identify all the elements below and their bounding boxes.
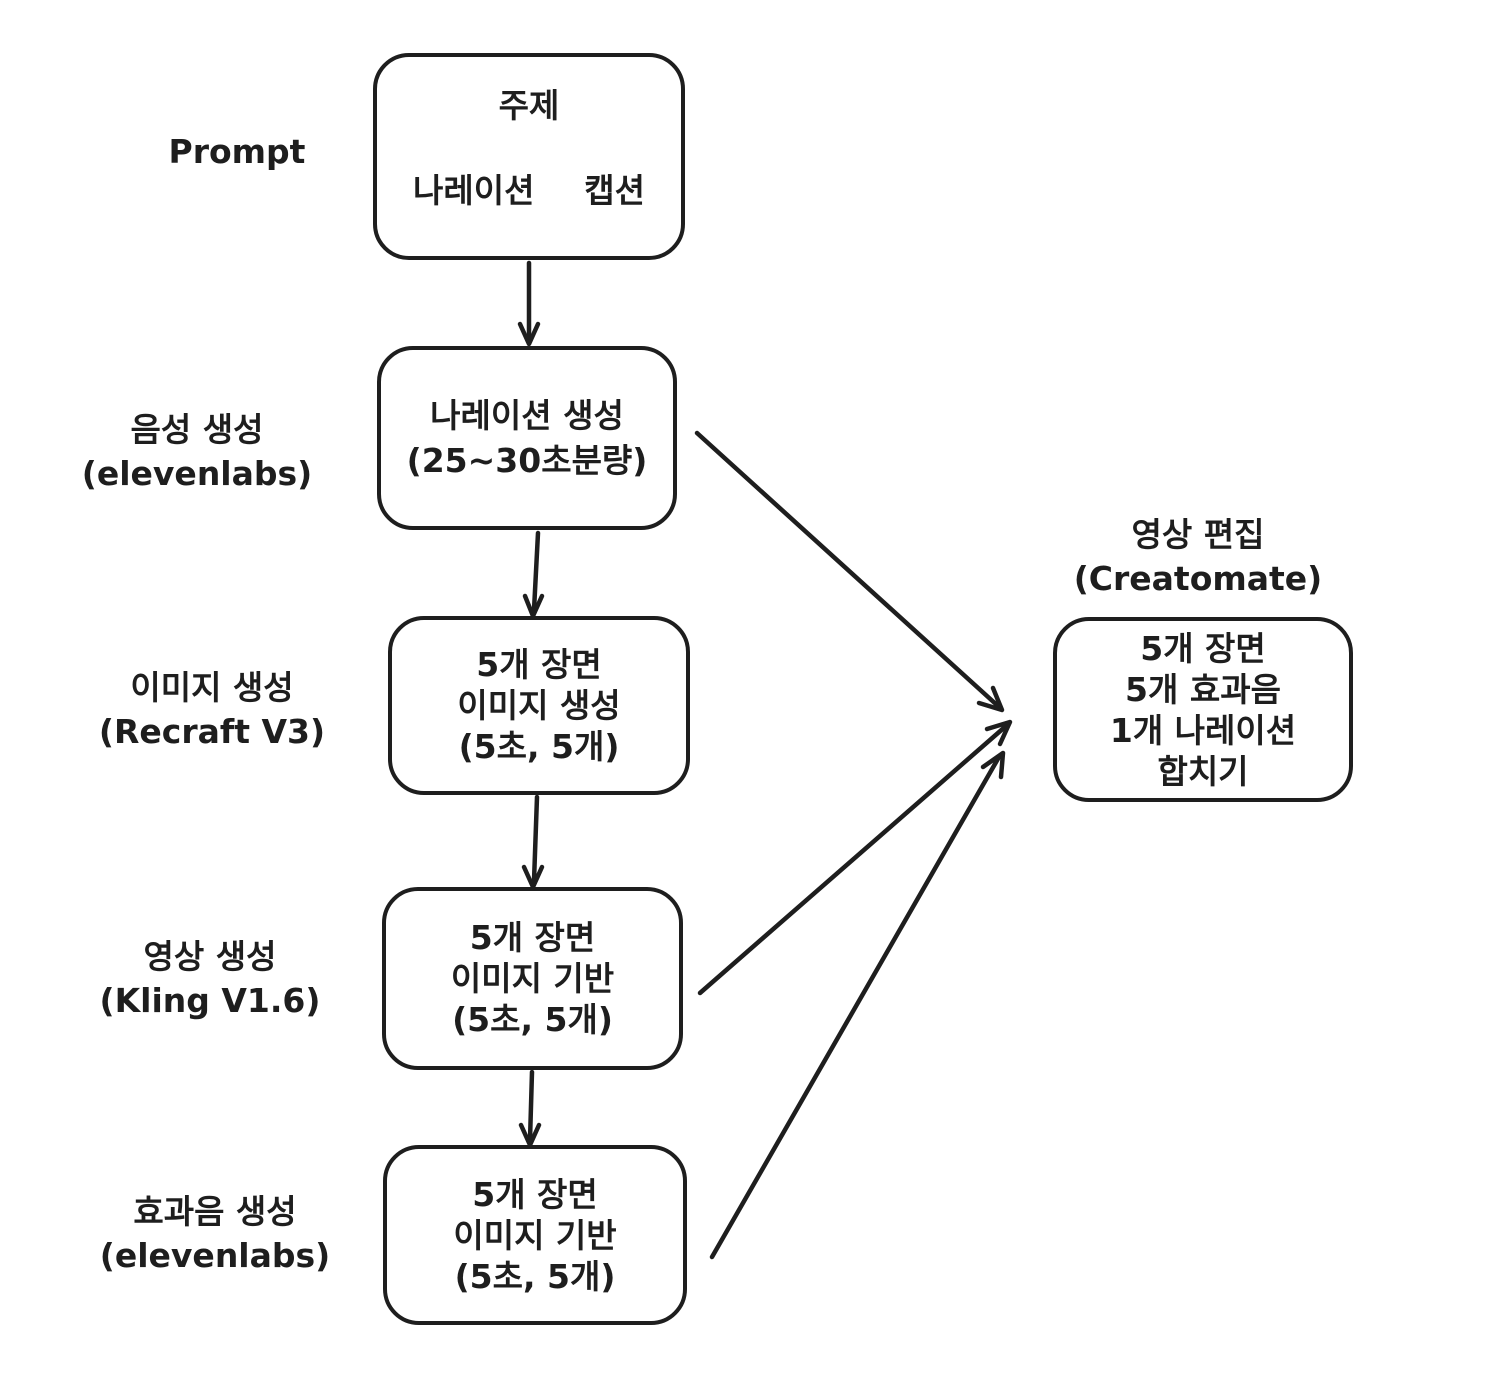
node-line: 5개 장면 <box>472 1174 598 1214</box>
arrow-line <box>531 794 540 884</box>
node-line: 이미지 생성 <box>457 686 621 725</box>
node-prompt-title: 주제 <box>498 86 560 125</box>
arrow-head <box>976 685 1005 713</box>
node-line: 이미지 기반 <box>450 959 615 998</box>
node-prompt: 주제 나레이션 캡션 <box>373 53 685 260</box>
label-line: 음성 생성 <box>130 410 264 449</box>
arrow-sfx-to-edit <box>709 750 1006 1260</box>
node-prompt-item-caption: 캡션 <box>584 171 645 210</box>
label-line: (Creatomate) <box>1073 559 1323 598</box>
label-video-edit: 영상 편집 (Creatomate) <box>1048 513 1348 601</box>
arrow-video-to-sfx <box>518 1069 542 1148</box>
node-sfx-generation: 5개 장면 이미지 기반 (5초, 5개) <box>383 1145 687 1325</box>
node-line: (5초, 5개) <box>452 1000 613 1039</box>
node-line: 5개 장면 <box>476 645 602 684</box>
arrow-narration-to-edit <box>694 430 1005 713</box>
node-line: 1개 나레이션 <box>1109 710 1297 750</box>
node-line: (25~30초분량) <box>406 441 648 480</box>
node-line: (5초, 5개) <box>458 727 620 766</box>
arrow-video-to-edit <box>697 719 1013 996</box>
node-video-generation: 5개 장면 이미지 기반 (5초, 5개) <box>382 887 683 1070</box>
label-line: 효과음 생성 <box>133 1192 297 1231</box>
node-image-generation: 5개 장면 이미지 생성 (5초, 5개) <box>388 616 690 795</box>
arrow-image-to-video <box>521 794 545 890</box>
label-prompt-text: Prompt <box>168 132 306 171</box>
label-line: (Kling V1.6) <box>99 981 321 1020</box>
node-line: 5개 효과음 <box>1125 669 1281 709</box>
label-voice-generation: 음성 생성 (elevenlabs) <box>77 408 317 496</box>
label-line: 이미지 생성 <box>130 668 294 707</box>
arrow-line <box>709 754 1002 1260</box>
label-line: (Recraft V3) <box>98 712 326 751</box>
arrow-line <box>697 723 1009 996</box>
label-image-generation: 이미지 생성 (Recraft V3) <box>82 666 342 754</box>
label-video-generation: 영상 생성 (Kling V1.6) <box>85 935 335 1023</box>
node-line: 5개 장면 <box>469 918 596 957</box>
label-sfx-generation: 효과음 생성 (elevenlabs) <box>85 1190 345 1278</box>
node-line: (5초, 5개) <box>454 1256 616 1296</box>
node-line: 합치기 <box>1157 751 1249 791</box>
node-video-edit: 5개 장면 5개 효과음 1개 나레이션 합치기 <box>1053 617 1353 802</box>
label-line: 영상 편집 <box>1131 515 1265 554</box>
label-line: 영상 생성 <box>143 937 277 976</box>
node-line: 이미지 기반 <box>453 1215 617 1255</box>
node-line: 나레이션 생성 <box>430 396 624 435</box>
arrow-narration-to-image <box>522 530 545 619</box>
arrow-line <box>527 1069 535 1143</box>
node-line: 5개 장면 <box>1140 628 1266 668</box>
label-line: (elevenlabs) <box>81 454 313 493</box>
arrow-head <box>980 750 1006 780</box>
arrow-line <box>531 530 541 613</box>
label-line: (elevenlabs) <box>99 1236 331 1275</box>
node-narration-generation: 나레이션 생성 (25~30초분량) <box>377 346 677 530</box>
label-prompt: Prompt <box>127 130 347 174</box>
arrow-head <box>517 321 541 347</box>
node-prompt-item-narration: 나레이션 <box>413 171 535 210</box>
node-prompt-items: 나레이션 캡션 <box>377 168 681 213</box>
arrow-head <box>984 719 1013 747</box>
arrow-prompt-to-narration <box>517 260 541 347</box>
arrow-line <box>694 430 1001 709</box>
